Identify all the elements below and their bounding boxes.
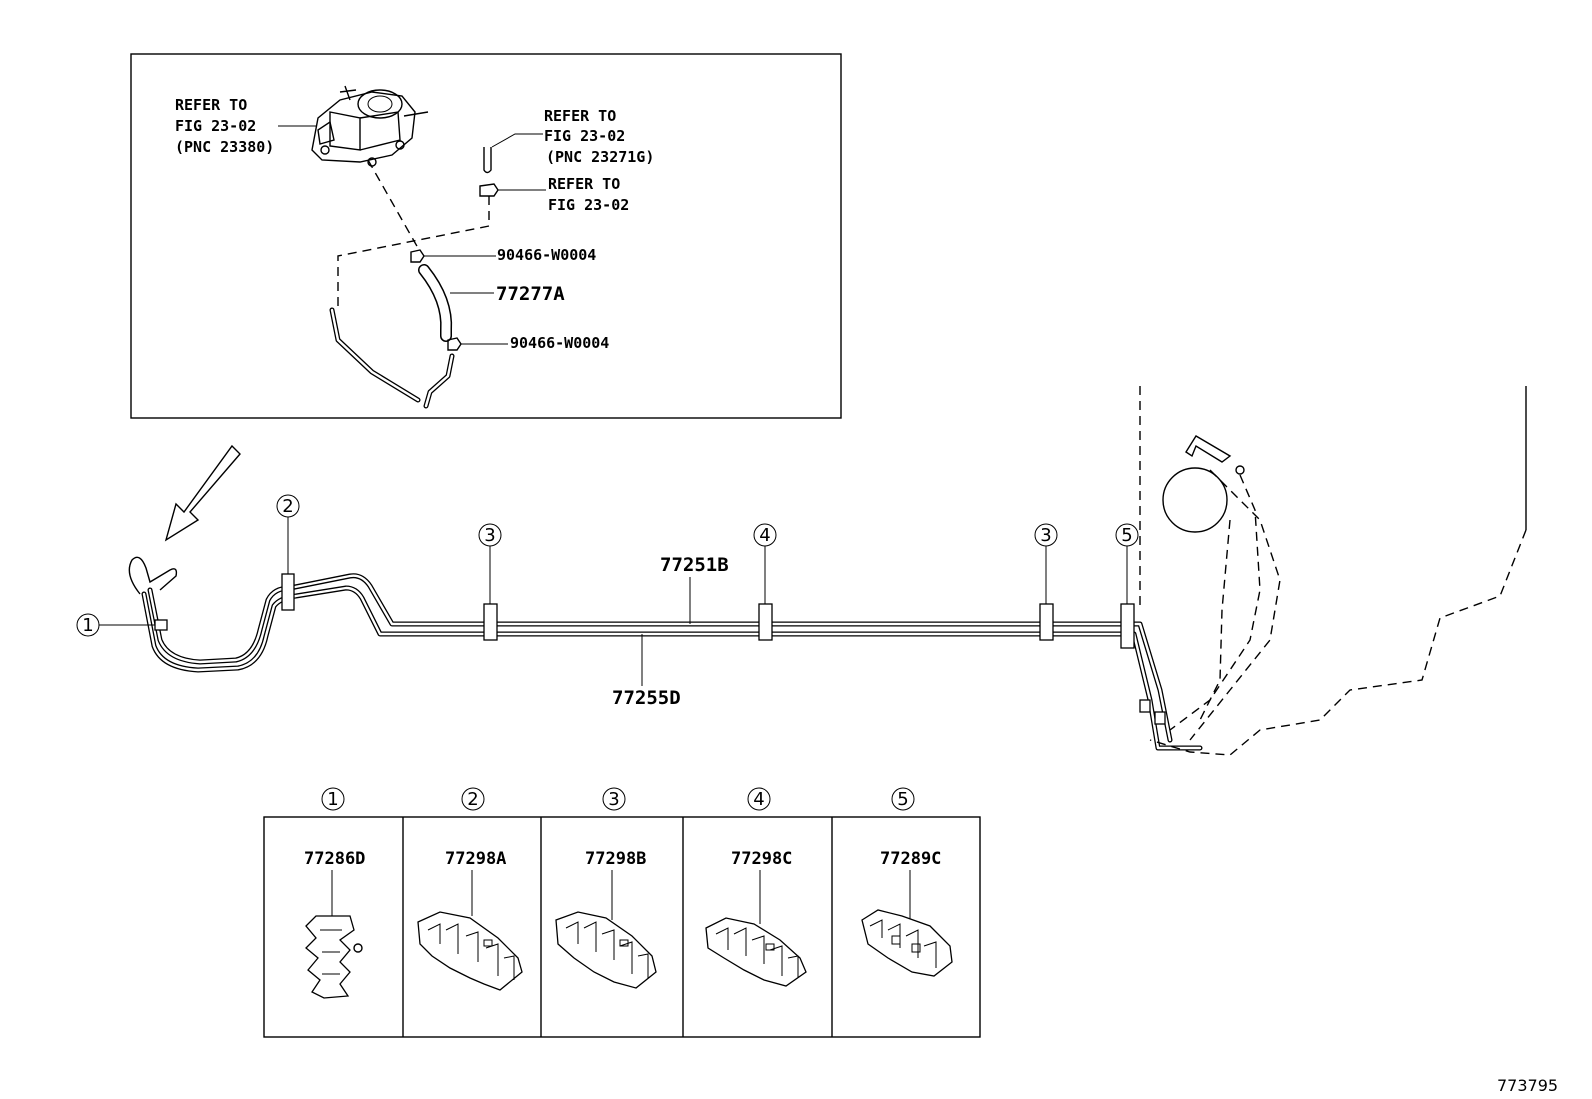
inset-pipe-right — [423, 353, 455, 409]
clamp-4 — [758, 603, 773, 641]
callout-3a-label: 3 — [484, 525, 495, 546]
tube-stub — [483, 147, 492, 174]
table-header-4: 4 — [747, 787, 771, 811]
part-1-drawing — [305, 915, 363, 999]
main-fuel-lines — [128, 556, 1203, 751]
table-header-2-label: 2 — [467, 789, 478, 810]
inset-pipe-left — [329, 307, 421, 403]
ref2-line1: REFER TO — [544, 107, 616, 125]
inset-detail: REFER TO FIG 23-02 (PNC 23380) REFER TO … — [130, 53, 842, 419]
ref1-line1: REFER TO — [175, 96, 247, 114]
part-3-number: 77298B — [585, 849, 646, 869]
table-header-1: 1 — [321, 787, 345, 811]
direction-arrow-icon — [164, 444, 241, 542]
part-2-number: 77298A — [445, 849, 506, 869]
ref2-leader — [491, 133, 543, 148]
pipe-upper-label: 77251B — [660, 554, 729, 576]
dashed-link-1 — [367, 159, 419, 249]
clamp-1 — [154, 619, 168, 631]
clip-top-label: 90466-W0004 — [497, 246, 596, 264]
callout-1-label: 1 — [82, 615, 93, 636]
table-header-5: 5 — [891, 787, 915, 811]
table-header-3-label: 3 — [608, 789, 619, 810]
ref3-line2: FIG 23-02 — [548, 196, 629, 214]
callout-3b-label: 3 — [1040, 525, 1051, 546]
callout-3a: 3 — [478, 523, 502, 604]
ref2-line3: (PNC 23271G) — [546, 148, 654, 166]
clamp-3a — [483, 603, 498, 641]
callout-4-label: 4 — [759, 525, 770, 546]
table-header-5-label: 5 — [897, 789, 908, 810]
joint-fitting — [479, 183, 499, 197]
clamp-3b — [1039, 603, 1054, 641]
table-header-4-label: 4 — [753, 789, 764, 810]
clamp-2 — [281, 573, 295, 611]
canister-assembly-drawing — [311, 85, 429, 167]
part-4-number: 77298C — [731, 849, 792, 869]
clip-bottom-part — [447, 337, 462, 351]
figure-id: 773795 — [1497, 1076, 1558, 1095]
callout-2-label: 2 — [282, 496, 293, 517]
part-3-drawing — [555, 911, 657, 989]
callout-1: 1 — [76, 613, 155, 637]
callout-5: 5 — [1115, 523, 1139, 604]
hose-label: 77277A — [496, 283, 565, 305]
pipe-lower-label: 77255D — [612, 687, 681, 709]
table-header-2: 2 — [461, 787, 485, 811]
part-1-number: 77286D — [304, 849, 365, 869]
callout-3b: 3 — [1034, 523, 1058, 604]
ref1-line3: (PNC 23380) — [175, 138, 274, 156]
fitting-end-b — [1154, 711, 1166, 725]
part-5-drawing — [861, 909, 953, 977]
inset-frame — [130, 53, 842, 419]
clamp-5 — [1120, 603, 1135, 649]
callout-2: 2 — [276, 494, 300, 574]
part-4-drawing — [705, 917, 807, 987]
part-2-drawing — [417, 911, 523, 991]
clip-top-part — [410, 249, 425, 263]
clip-bottom-label: 90466-W0004 — [510, 334, 609, 352]
dashed-link-2 — [337, 196, 490, 310]
callout-5-label: 5 — [1121, 525, 1132, 546]
ref1-line2: FIG 23-02 — [175, 117, 256, 135]
ref3-line1: REFER TO — [548, 175, 620, 193]
fitting-end-a — [1139, 699, 1151, 713]
table-frame — [263, 816, 981, 1038]
parts-table: 1 2 3 4 5 77286D 77298A 77298B 77298C 77… — [263, 787, 981, 1038]
table-header-1-label: 1 — [327, 789, 338, 810]
fuel-tank-outline — [1139, 386, 1527, 756]
ref2-line2: FIG 23-02 — [544, 127, 625, 145]
part-5-number: 77289C — [880, 849, 941, 869]
table-header-3: 3 — [602, 787, 626, 811]
callout-4: 4 — [753, 523, 777, 604]
